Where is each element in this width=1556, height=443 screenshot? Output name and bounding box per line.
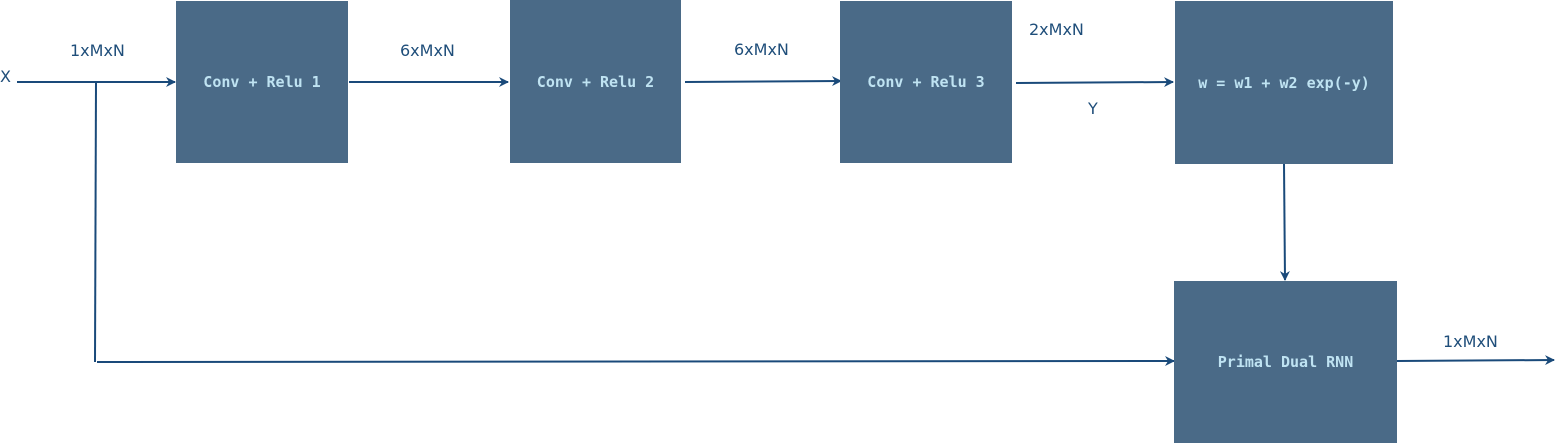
conv-relu-2-label: Conv + Relu 2: [536, 72, 655, 91]
arrow-conv2-to-conv3: [684, 76, 842, 87]
input-dimension-label: 1xMxN: [70, 41, 125, 60]
conv-relu-3-label: Conv + Relu 3: [867, 73, 985, 91]
skip-connection-vertical: [94, 81, 97, 363]
weight-function-label: w = w1 + w2 exp(-y): [1198, 73, 1370, 92]
input-x-label: X: [0, 67, 11, 86]
conv-relu-3-block: Conv + Relu 3: [840, 1, 1012, 163]
conv3-output-dimension-label: 2xMxN: [1029, 20, 1084, 39]
arrow-rnn-output: [1395, 355, 1555, 366]
conv2-output-dimension-label: 6xMxN: [734, 40, 789, 59]
conv1-output-dimension-label: 6xMxN: [400, 41, 455, 60]
conv3-output-y-label: Y: [1088, 99, 1098, 118]
conv-relu-1-block: Conv + Relu 1: [176, 1, 348, 163]
skip-connection-to-rnn: [96, 356, 1175, 367]
arrow-conv3-to-weight: [1015, 77, 1174, 88]
conv-relu-1-label: Conv + Relu 1: [203, 73, 321, 91]
rnn-output-dimension-label: 1xMxN: [1443, 332, 1498, 351]
primal-dual-rnn-label: Primal Dual RNN: [1217, 353, 1354, 371]
arrow-weight-to-rnn: [1279, 163, 1290, 281]
weight-function-block: w = w1 + w2 exp(-y): [1175, 1, 1393, 164]
primal-dual-rnn-block: Primal Dual RNN: [1174, 281, 1397, 443]
conv-relu-2-block: Conv + Relu 2: [510, 0, 681, 163]
